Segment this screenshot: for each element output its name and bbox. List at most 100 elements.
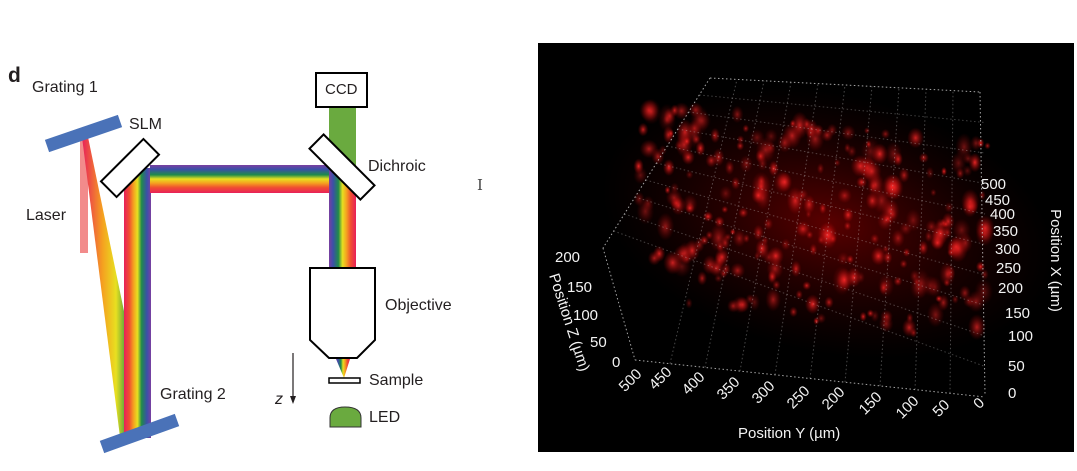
fluorescent-cell: [754, 251, 761, 261]
panel-letter: d: [8, 64, 21, 87]
fluorescent-cell: [695, 140, 706, 157]
fluorescent-cell: [664, 185, 671, 195]
fluorescent-cell: [844, 142, 851, 154]
ccd-camera: [315, 72, 368, 108]
grating-1: [44, 114, 123, 153]
fluorescent-cell: [951, 294, 959, 304]
grid-line: [613, 230, 986, 367]
grid-line: [844, 86, 873, 383]
grid-line: [879, 87, 900, 386]
z_axis-tick-label: 200: [555, 249, 581, 266]
grid-line: [739, 82, 792, 372]
volume-render-graphic: [601, 77, 1055, 398]
fluorescent-cell: [727, 299, 740, 313]
fluorescent-cell: [867, 172, 885, 198]
x_axis-tick-label: 300: [995, 241, 1021, 258]
led: [329, 406, 362, 428]
fluorescent-cell: [683, 136, 691, 147]
fluorescent-cell: [702, 211, 714, 222]
fluorescent-cell: [899, 259, 908, 269]
fluorescent-cell: [975, 215, 995, 242]
fluorescent-cell: [719, 269, 728, 279]
label-grating-1: Grating 1: [32, 79, 98, 96]
fluorescent-cell: [968, 152, 982, 173]
fluorescent-cell: [941, 166, 947, 176]
fluorescent-cell: [685, 297, 693, 309]
beam-to-slm: [124, 168, 151, 438]
x_axis-tick-label: 250: [996, 260, 1022, 277]
sample-slide: [328, 377, 361, 384]
x_axis-tick-label: 350: [993, 223, 1019, 240]
fluorescent-cell: [870, 246, 887, 266]
x_axis-tick-label: 150: [1005, 305, 1031, 322]
fluorescent-cell: [697, 271, 708, 286]
fluorescent-cell: [887, 208, 898, 220]
grid-edge: [979, 91, 986, 396]
grid-line: [688, 111, 986, 154]
laser-beam: [80, 137, 88, 253]
fluorescent-cell: [705, 153, 718, 168]
fluorescent-cell: [685, 170, 694, 180]
fluorescent-cell: [685, 202, 695, 214]
grid-line: [704, 80, 765, 368]
grid-edge: [634, 359, 986, 398]
fluorescent-cell: [820, 128, 834, 142]
fluorescent-cell: [824, 296, 834, 309]
grid-line: [809, 84, 846, 379]
fluorescent-cell: [642, 195, 655, 212]
label-dichroic: Dichroic: [368, 158, 426, 175]
fluorescent-cell: [918, 152, 929, 164]
fluorescent-cell: [692, 110, 712, 131]
fluorescent-cell: [789, 119, 796, 128]
fluorescent-cell: [927, 302, 945, 328]
grid-edge: [602, 77, 711, 249]
focus-cone: [336, 359, 350, 378]
label-z: z: [275, 391, 283, 408]
fluorescent-cell: [816, 313, 827, 324]
fluorescent-cell: [781, 238, 791, 251]
fluorescent-cell: [804, 294, 821, 315]
fluorescent-cell: [641, 98, 662, 125]
fluorescent-cell: [731, 105, 744, 124]
fluorescent-cell: [809, 243, 818, 256]
label-slm: SLM: [129, 116, 162, 133]
fluorescent-cell: [736, 135, 745, 144]
z-arrow-head: [290, 396, 296, 404]
beam-horizontal: [150, 165, 332, 193]
fluorescent-cell: [710, 127, 720, 144]
dichroic-mirror: [308, 133, 376, 201]
fluorescent-cell: [846, 254, 854, 264]
fluorescent-cell: [816, 162, 825, 175]
x_axis-tick-label: 0: [1008, 385, 1017, 402]
grid-line: [624, 213, 986, 337]
z_axis-tick-label: 150: [567, 279, 593, 296]
fluorescent-cell: [731, 176, 741, 190]
fluorescent-cell: [939, 261, 956, 287]
fluorescent-cell: [699, 235, 710, 246]
label-ccd: CCD: [325, 81, 358, 98]
fluorescent-cell: [880, 128, 891, 140]
fluorescent-cell: [924, 230, 933, 243]
x_axis-tick-label: 500: [981, 176, 1007, 193]
fluorescent-cell: [724, 160, 735, 176]
fluorescent-cell: [841, 124, 856, 141]
fluorescent-cell: [721, 205, 729, 214]
fluorescent-cell: [902, 247, 911, 257]
text-cursor-icon: I: [477, 176, 483, 194]
z_axis-tick-label: 0: [612, 354, 621, 371]
fluorescent-cell: [762, 250, 775, 265]
label-grating-2: Grating 2: [160, 386, 226, 403]
fluorescent-cell: [870, 309, 880, 323]
fluorescent-cell: [765, 287, 781, 312]
label-objective: Objective: [385, 297, 452, 314]
fluorescent-cell: [880, 309, 893, 324]
fluorescent-cell: [736, 141, 745, 151]
fluorescent-cell: [913, 277, 920, 287]
fluorescent-cell: [870, 233, 880, 245]
objective-lens: [309, 267, 376, 359]
fluorescent-cell: [761, 236, 769, 245]
fluorescent-cell: [647, 250, 661, 266]
label-laser: Laser: [26, 207, 67, 224]
fluorescent-cell: [802, 117, 811, 131]
fluorescent-cell: [670, 195, 686, 216]
